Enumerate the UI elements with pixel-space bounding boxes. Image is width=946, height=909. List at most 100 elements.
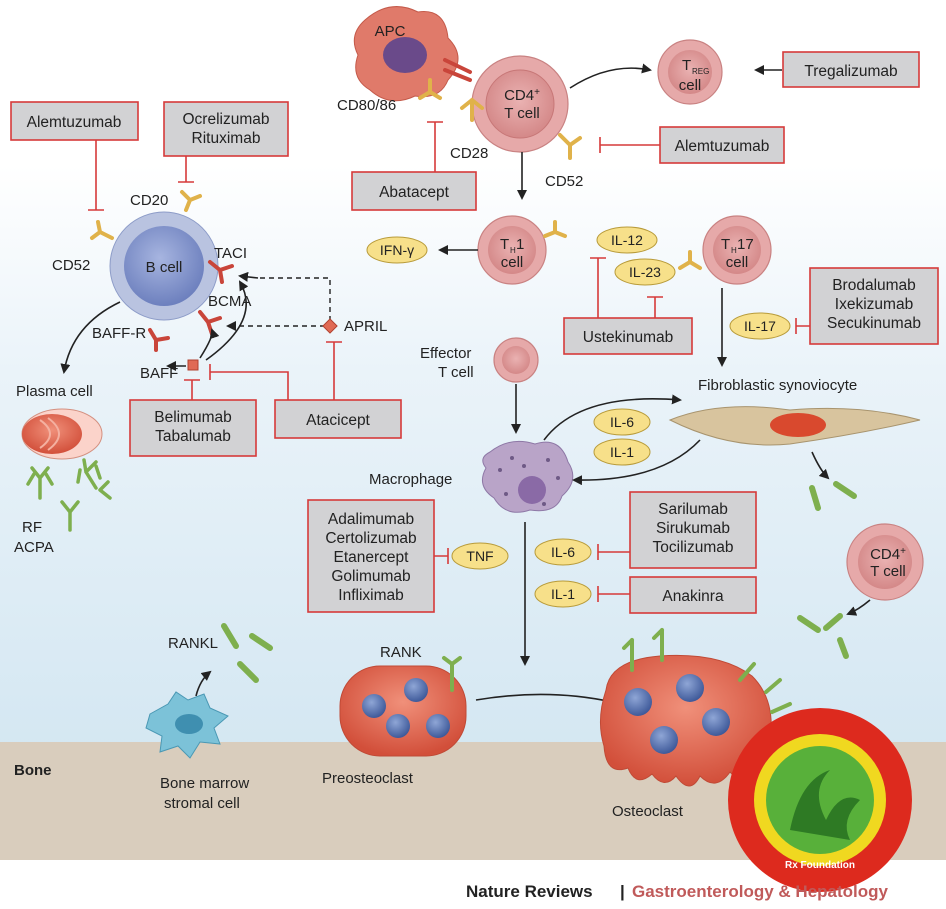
bcma-label: BCMA <box>208 293 251 310</box>
ustekinumab-inhibit-il12 <box>590 257 606 318</box>
rx-foundation-seal: Rx Foundation <box>728 708 912 892</box>
apc-label: APC <box>375 23 406 40</box>
il23-receptor <box>678 250 702 270</box>
footer-brand: Nature Reviews <box>466 882 593 901</box>
abatacept-inhibit <box>427 121 443 172</box>
stromal-nucleus <box>175 714 203 734</box>
th17-label-sub: H <box>731 246 737 255</box>
rankl-pill-s2 <box>249 633 273 651</box>
fibroblast-label: Fibroblastic synoviocyte <box>698 377 857 394</box>
b-cell-label: B cell <box>146 259 183 276</box>
alemtuzumab-b-inhibit <box>88 140 104 211</box>
cd20-receptor <box>180 190 202 212</box>
footer-separator: | <box>620 882 625 901</box>
il17-drugs-inhibit <box>795 318 810 334</box>
treg-label-sub: REG <box>692 67 709 76</box>
rankl-pill-f2 <box>833 481 857 499</box>
ustekinumab-label: Ustekinumab <box>583 329 673 346</box>
osteoclast-rank-1 <box>622 628 664 672</box>
il6-cytokine-a <box>593 408 651 436</box>
th1-cell-core <box>488 226 536 274</box>
osteoclast-nucleus-1 <box>624 688 652 716</box>
tnf-drugs-inhibit <box>434 548 449 564</box>
il17-cytokine <box>729 312 791 340</box>
preosteoclast-label: Preosteoclast <box>322 770 414 787</box>
preosteoclast-nucleus-1 <box>362 694 386 718</box>
apc-nucleus <box>383 37 427 73</box>
il23-label: IL-23 <box>629 264 661 280</box>
rankl-pill-s3 <box>237 661 259 683</box>
april-molecule <box>322 318 338 334</box>
th1-label-sub: H <box>510 246 516 255</box>
il1a-label: IL-1 <box>610 444 634 460</box>
alemtuzumab-t-inhibit <box>599 137 660 153</box>
stromal-to-rankl-arrow <box>195 670 212 697</box>
anakinra-inhibit <box>597 586 630 602</box>
il6b-label: IL-6 <box>551 544 575 560</box>
il6a-label: IL-6 <box>610 414 634 430</box>
macrophage-granules <box>498 456 560 506</box>
rankl-pill-s1 <box>221 623 239 649</box>
th17-cell-core <box>713 226 761 274</box>
il12-receptor <box>543 220 567 238</box>
rankl-pill-t1 <box>823 613 843 631</box>
rank-label: RANK <box>380 644 422 661</box>
atacicept-baff-inhibit <box>209 364 289 400</box>
fibroblast-nucleus <box>770 413 826 437</box>
treg-label-t: T <box>682 57 691 74</box>
ustekinumab-box <box>563 317 693 355</box>
cd4-t2-to-rankl-arrow <box>846 599 871 616</box>
tnf-cytokine <box>451 542 509 570</box>
baff-molecule <box>187 359 199 371</box>
tregalizumab-box <box>782 51 920 88</box>
effector-t-core <box>502 346 530 374</box>
baff-to-taci-arrow <box>205 280 249 361</box>
th17-label-cell: cell <box>726 254 749 271</box>
baff-to-bcma-arrow <box>199 328 220 359</box>
treg-label-cell: cell <box>679 77 702 94</box>
ocrelizumab-inhibit <box>178 156 194 183</box>
rankl-pill-t3 <box>797 615 821 633</box>
b-to-plasma-arrow <box>60 301 121 374</box>
cd4-t-label-1: CD4+ <box>504 87 540 105</box>
april-label: APRIL <box>344 318 387 335</box>
cd52-receptor-t <box>558 133 582 160</box>
il6-cytokine-b <box>534 538 592 566</box>
baff-r-label: BAFF-R <box>92 325 146 342</box>
th1-label-num: 1 <box>516 236 524 253</box>
cd28-label: CD28 <box>450 145 488 162</box>
cd4-t-cell-core <box>485 69 555 139</box>
th1-label-t: T <box>500 236 509 253</box>
cd20-label: CD20 <box>130 192 168 209</box>
belimumab-inhibit <box>184 379 200 400</box>
preosteoclast-to-osteoclast-arrow <box>475 693 614 706</box>
th1-label-cell: cell <box>501 254 524 271</box>
th17-label-num: 17 <box>737 236 754 253</box>
effector-t-label-2: T cell <box>438 364 474 381</box>
taci-receptor <box>208 260 234 284</box>
rankl-label: RANKL <box>168 635 218 652</box>
anakinra-box <box>629 576 757 614</box>
alemtuzumab-b-box <box>10 101 139 141</box>
antibodies <box>26 458 112 532</box>
cd52-t-label: CD52 <box>545 173 583 190</box>
il12-label: IL-12 <box>611 232 643 248</box>
treg-cell-core <box>668 50 712 94</box>
atacicept-box <box>274 399 402 439</box>
fibro-to-rankl-arrow <box>811 451 830 480</box>
il6-drugs-inhibit <box>597 544 630 560</box>
alemtuzumab-b-label: Alemtuzumab <box>27 114 122 131</box>
baff-r-receptor <box>148 328 170 352</box>
th17-label-t: T <box>721 236 730 253</box>
bone-label: Bone <box>14 762 52 779</box>
rankl-pill-t2 <box>837 637 849 659</box>
taci-label: TACI <box>214 245 247 262</box>
osteoclast-rank-2 <box>738 662 792 714</box>
ifn-label: IFN-γ <box>380 242 414 258</box>
rank-receptor <box>442 656 462 692</box>
macrophage-label: Macrophage <box>369 471 452 488</box>
preosteoclast-nucleus-3 <box>386 714 410 738</box>
il12-cytokine <box>596 226 658 254</box>
